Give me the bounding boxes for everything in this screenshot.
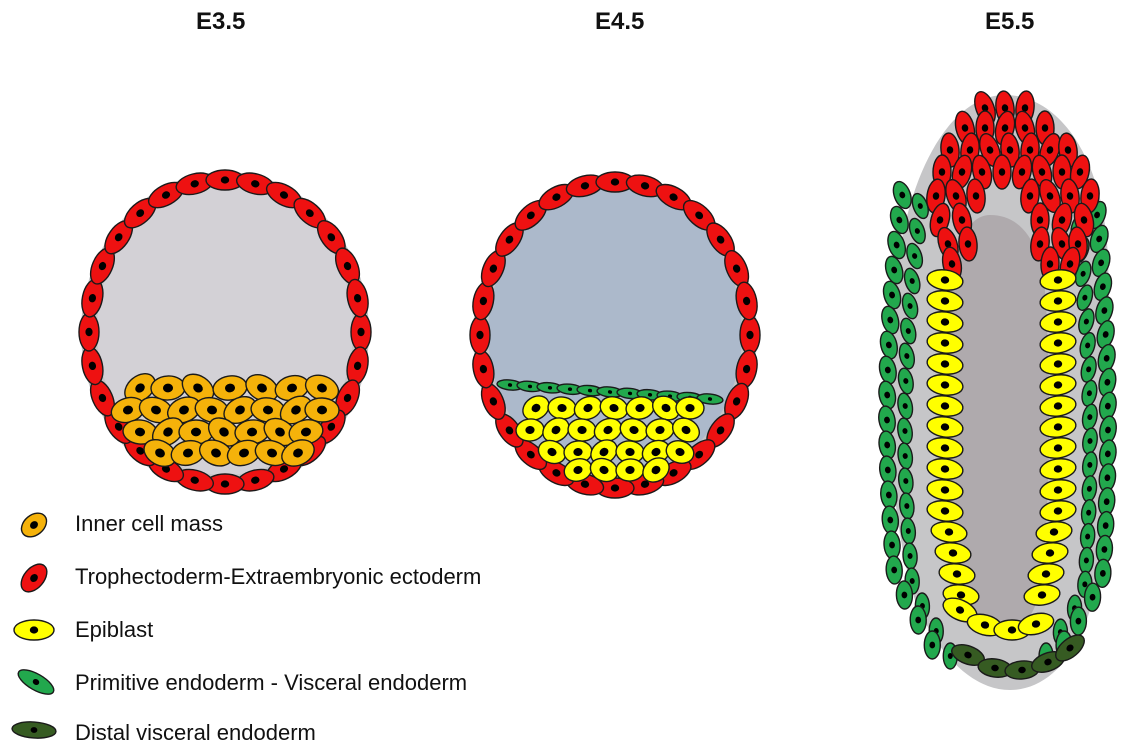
trophectoderm-cell <box>351 313 371 351</box>
visceral-endoderm-cell <box>910 606 927 634</box>
legend-label-distal-visceral-endoderm: Distal visceral endoderm <box>75 722 316 744</box>
visceral-endoderm-cell <box>883 530 901 559</box>
visceral-endoderm-cell <box>1084 583 1101 612</box>
inner-cell-mass-cell <box>305 397 340 422</box>
legend-label-trophectoderm: Trophectoderm-Extraembryonic ectoderm <box>75 566 481 588</box>
trophectoderm-cell <box>79 313 99 351</box>
embryo-e55 <box>877 89 1119 690</box>
embryo-e45 <box>470 171 760 498</box>
legend-icon-trophectoderm <box>16 559 52 596</box>
trophectoderm-cell <box>470 316 490 354</box>
embryo-e35 <box>79 169 371 494</box>
visceral-endoderm-cell <box>885 556 903 585</box>
legend-label-primitive-endoderm: Primitive endoderm - Visceral endoderm <box>75 672 467 694</box>
visceral-endoderm-cell <box>896 581 913 610</box>
legend-label-inner-cell-mass: Inner cell mass <box>75 513 223 535</box>
epiblast-cell <box>676 397 704 419</box>
visceral-endoderm-cell <box>1070 607 1087 635</box>
legend-icon-epiblast <box>14 620 54 640</box>
legend-icon-distal-visceral-endoderm <box>11 720 56 739</box>
legend-icons <box>11 508 57 739</box>
legend-label-epiblast: Epiblast <box>75 619 153 641</box>
legend-icon-inner-cell-mass <box>17 508 51 541</box>
legend-icon-primitive-endoderm <box>15 665 58 699</box>
visceral-endoderm-cell <box>924 631 940 659</box>
trophectoderm-cell <box>740 316 760 354</box>
extraembryonic-ectoderm-cell <box>993 155 1011 189</box>
